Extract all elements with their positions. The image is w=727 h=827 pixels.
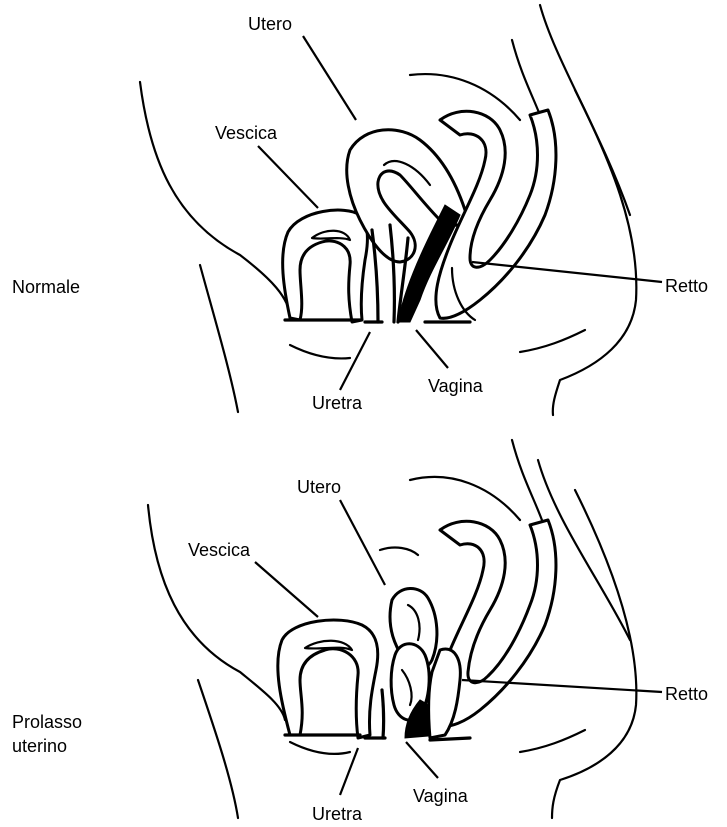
bladder-normal [283,210,368,322]
label-retto-normal: Retto [665,276,708,296]
side-label-normal: Normale [12,277,80,297]
pointer-vescica-normal [258,146,318,208]
pointer-utero-prolapse [340,500,385,585]
pointer-vagina-normal [416,330,448,368]
side-label-prolapse-line2: uterino [12,736,67,756]
pointer-uretra-prolapse [340,748,358,795]
label-retto-prolapse: Retto [665,684,708,704]
label-vagina-prolapse: Vagina [413,786,469,806]
label-vescica-prolapse: Vescica [188,540,251,560]
pointer-vescica-prolapse [255,562,318,617]
bladder-prolapse [278,620,378,738]
pointer-utero-normal [303,36,356,120]
pointer-uretra-normal [340,332,370,390]
label-uretra-normal: Uretra [312,393,363,413]
label-vagina-normal: Vagina [428,376,484,396]
panel-prolapse: Utero Vescica Retto Uretra Vagina Prolas… [12,440,708,824]
panel-normal: Utero Vescica Retto Uretra Vagina Normal… [12,5,708,415]
label-utero-normal: Utero [248,14,292,34]
label-utero-prolapse: Utero [297,477,341,497]
label-uretra-prolapse: Uretra [312,804,363,824]
side-label-prolapse-line1: Prolasso [12,712,82,732]
pointer-vagina-prolapse [406,742,438,778]
label-vescica-normal: Vescica [215,123,278,143]
